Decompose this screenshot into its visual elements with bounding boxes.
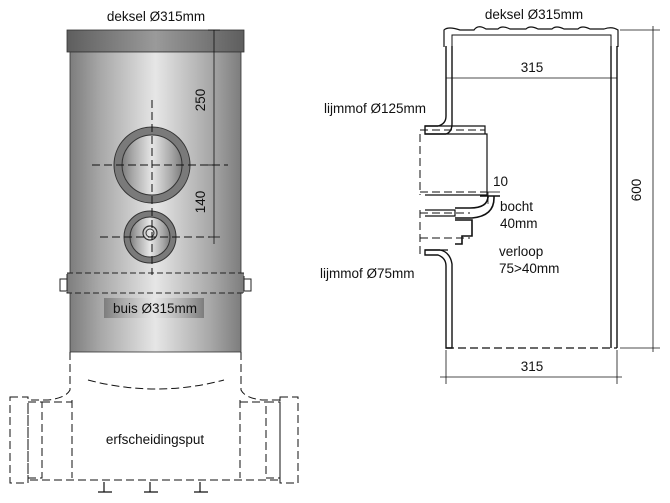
section-left-wall-upper (424, 46, 453, 135)
reducer-label-line1: verloop (499, 244, 543, 259)
front-pipe-label: buis Ø315mm (113, 301, 197, 316)
reducer-75-40 (455, 219, 473, 245)
reducer-label-line2: 75>40mm (499, 261, 559, 276)
gap-label: 10 (493, 174, 508, 189)
socket-125 (425, 125, 488, 196)
coupling-ring (66, 272, 245, 294)
dim-lower-label: 140 (193, 191, 208, 214)
dim-bottom-label: 315 (521, 359, 544, 374)
dim-upper-label: 250 (193, 89, 208, 112)
pit-socket-right (240, 396, 299, 484)
pit-socket-left (9, 396, 72, 484)
bend-label-line1: bocht (500, 199, 533, 214)
bend-label-line2: 40mm (500, 216, 538, 231)
section-view: 315 315 600 deksel Ø315mm lijmmof Ø125mm… (320, 7, 660, 384)
pit-feet (98, 482, 208, 493)
coupling-lug-left (59, 278, 68, 292)
coupling-lug-right (243, 278, 252, 292)
section-lid-inner (451, 34, 612, 46)
front-view: 250 140 deksel Ø315mm buis Ø315mm (9, 9, 299, 493)
dim-top-label: 315 (521, 60, 544, 75)
bend-40 (455, 195, 500, 219)
dim-height-label: 600 (629, 179, 644, 202)
section-left-wall-lower (424, 249, 453, 349)
socket-75-label: lijmmof Ø75mm (320, 266, 415, 281)
lid (66, 29, 245, 53)
pipe-label-background (104, 298, 204, 318)
socket-125-label: lijmmof Ø125mm (324, 101, 426, 116)
pit-label: erfscheidingsput (106, 432, 205, 447)
pit-tee-outline (30, 352, 282, 481)
front-lid-label: deksel Ø315mm (107, 9, 205, 24)
bend-40-outline (142, 225, 158, 241)
section-lid-label: deksel Ø315mm (485, 7, 583, 22)
socket-75 (425, 209, 456, 251)
section-lid (443, 26, 619, 47)
